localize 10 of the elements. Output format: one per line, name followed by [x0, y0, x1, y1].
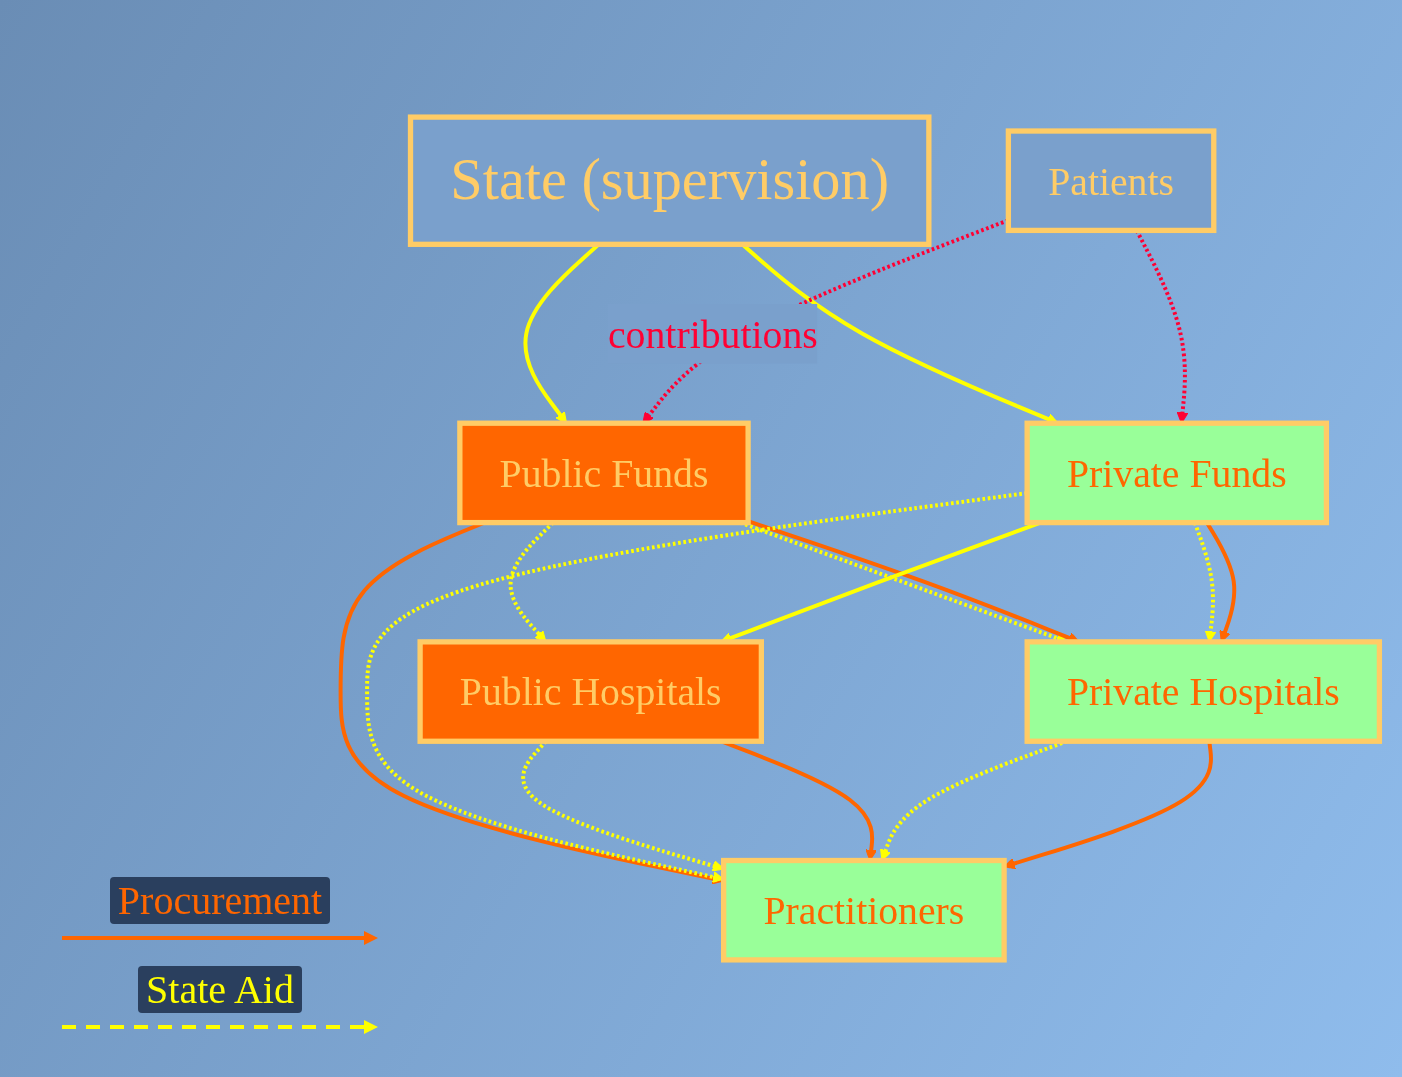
- node-box: Private Funds: [1024, 420, 1330, 526]
- legend-text: State Aid: [138, 966, 302, 1013]
- node-box: Practitioners: [721, 857, 1007, 963]
- node-box: Private Hospitals: [1024, 639, 1383, 744]
- legend-text: Procurement: [109, 877, 331, 924]
- edge-label: contributions: [607, 311, 818, 356]
- node-box: Patients: [1005, 128, 1217, 234]
- node-box: Public Hospitals: [417, 639, 764, 744]
- node-box: Public Funds: [457, 420, 751, 526]
- node-box: State (supervision): [407, 114, 932, 247]
